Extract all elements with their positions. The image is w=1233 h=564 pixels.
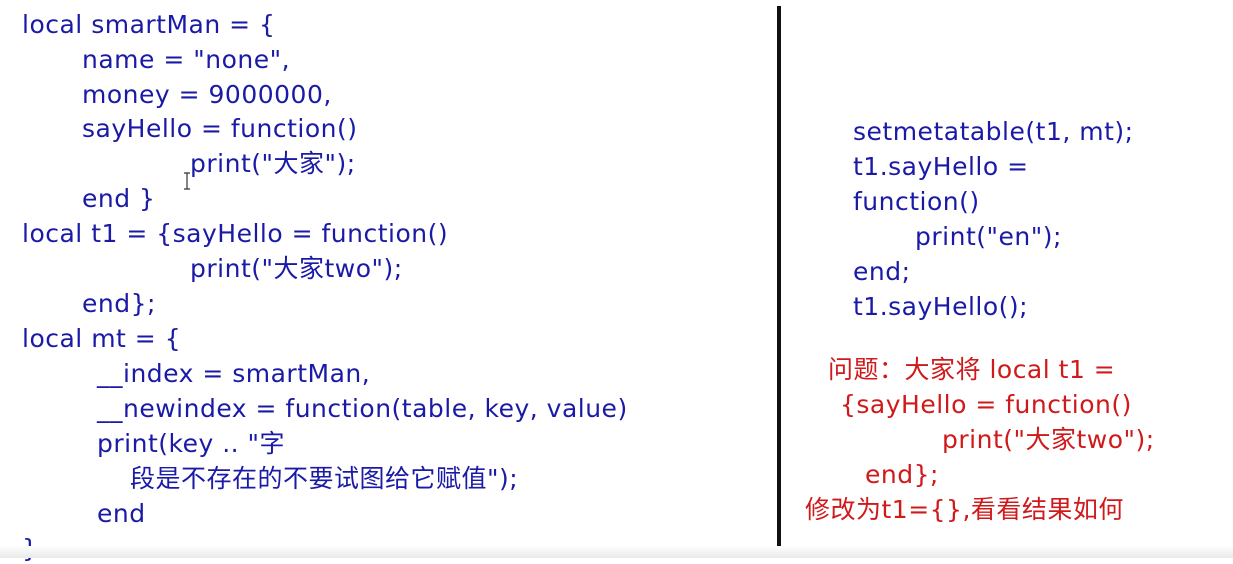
text-cursor-icon [184,172,190,190]
question-line: 修改为t1={},看看结果如何 [805,495,1124,524]
code-line: print("en"); [915,222,1062,251]
question-line: 问题：大家将 local t1 = [828,355,1116,384]
code-line: money = 9000000, [82,80,332,109]
code-line: 段是不存在的不要试图给它赋值"); [130,464,519,493]
question-line: print("大家two"); [942,425,1155,454]
code-line: __index = smartMan, [97,359,371,388]
code-line: local mt = { [22,324,182,353]
code-line: setmetatable(t1, mt); [853,117,1134,146]
code-line: sayHello = function() [82,114,358,143]
bottom-edge [0,546,1233,558]
code-line: function() [853,187,980,216]
code-line: local t1 = {sayHello = function() [22,219,449,248]
code-line: __newindex = function(table, key, value) [97,394,628,423]
code-line: t1.sayHello(); [853,292,1029,321]
code-line: end [97,499,146,528]
code-line: print(key .. "字 [97,429,286,458]
code-line: local smartMan = { [22,10,276,39]
question-line: end}; [865,460,939,489]
code-line: end}; [82,289,156,318]
vertical-divider [777,6,781,558]
code-line: name = "none", [82,45,291,74]
code-line: end } [82,184,156,213]
code-line: t1.sayHello = [853,152,1029,181]
code-line: print("大家"); [190,149,356,178]
question-line: {sayHello = function() [840,390,1132,419]
code-line: end; [853,257,911,286]
code-line: print("大家two"); [190,254,403,283]
